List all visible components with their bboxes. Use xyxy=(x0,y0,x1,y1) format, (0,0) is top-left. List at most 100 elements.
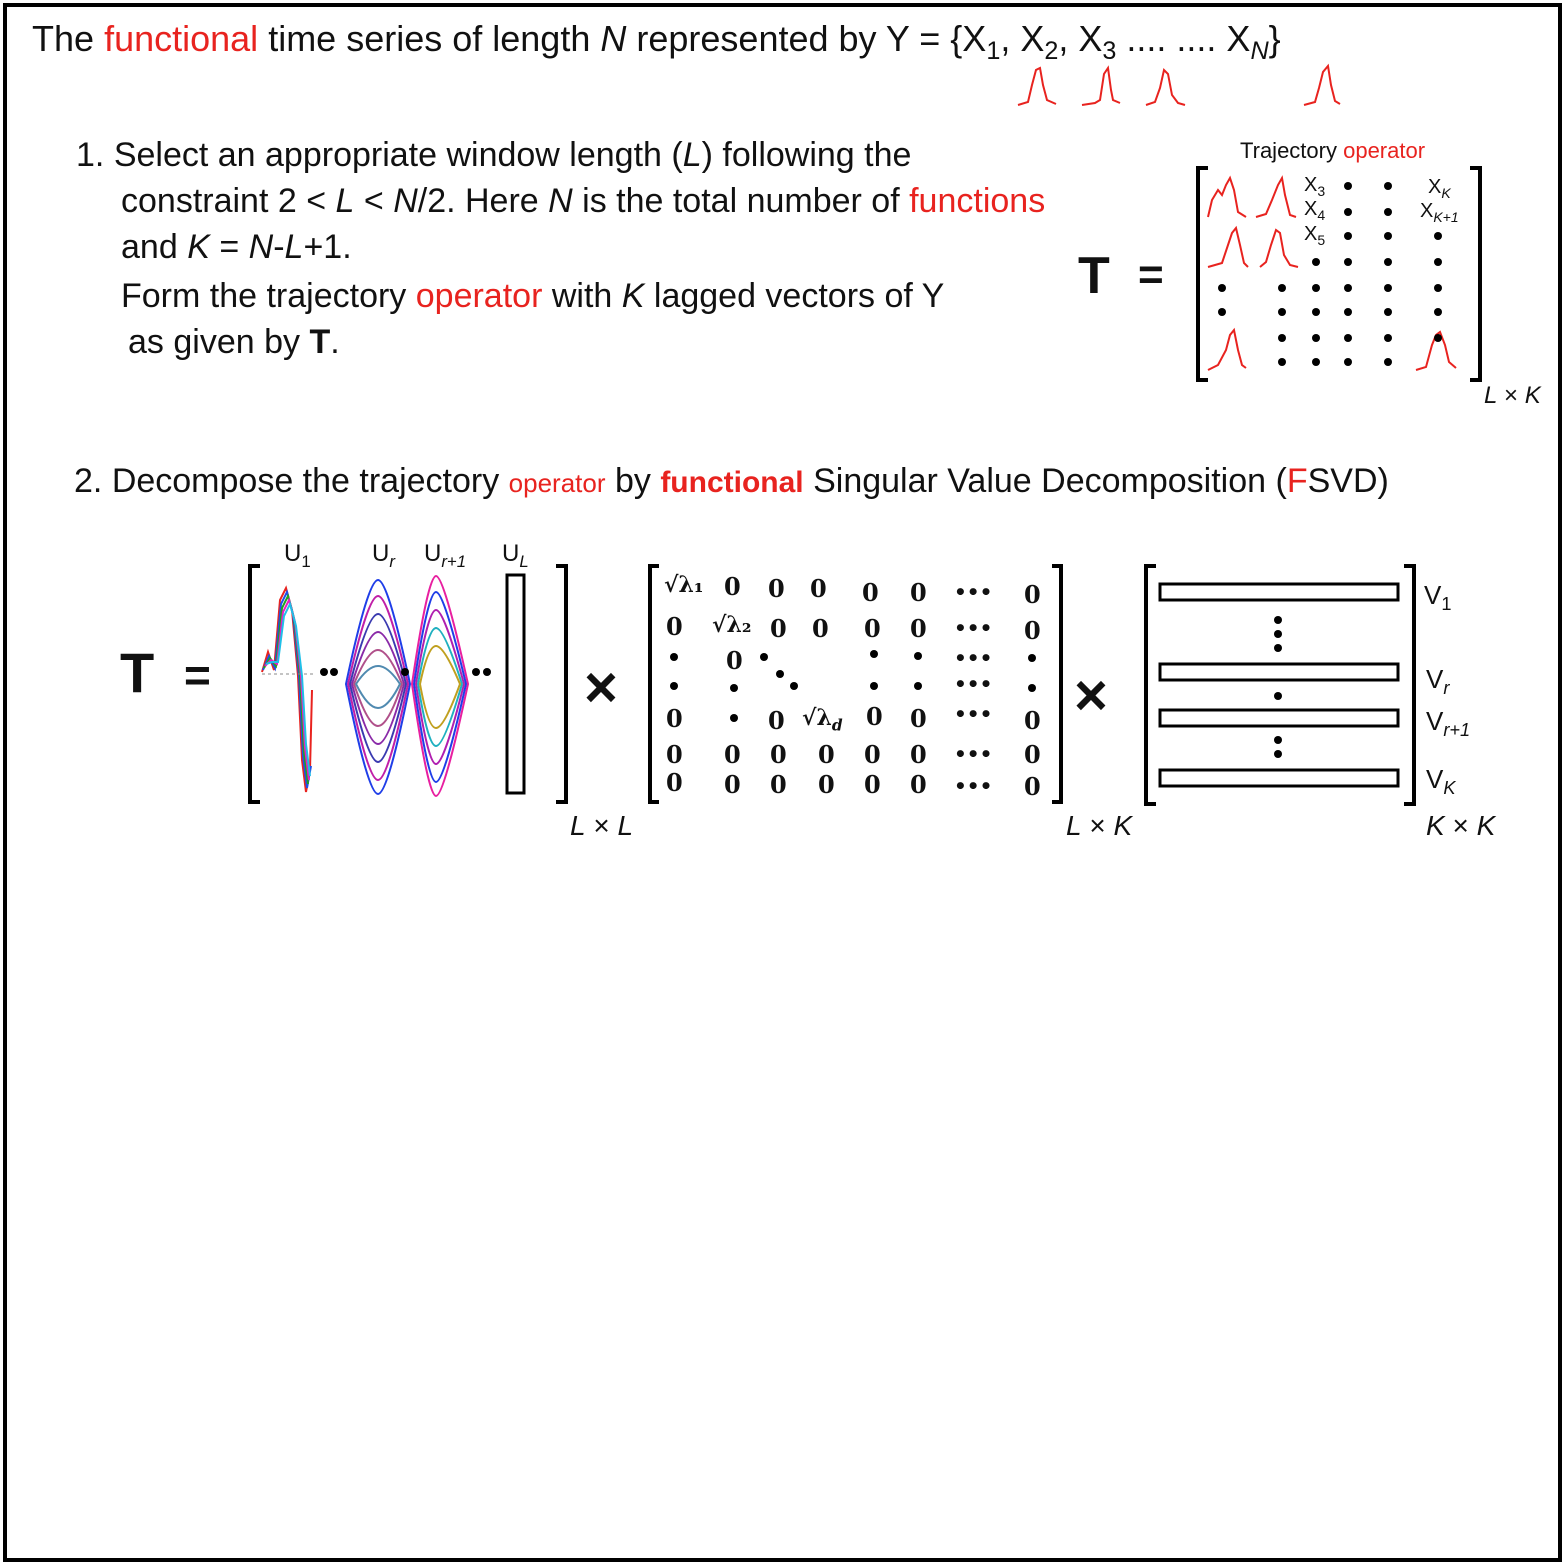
traj-xk1: XK+1 xyxy=(1420,200,1459,225)
zero: 0 xyxy=(862,578,879,607)
sub: 2 xyxy=(1044,37,1059,66)
text: Form the trajectory xyxy=(121,277,416,315)
operator-word: operator xyxy=(508,468,606,498)
zero: 0 xyxy=(724,572,741,601)
sub: K xyxy=(1443,778,1456,799)
zero: 0 xyxy=(910,740,927,769)
var-N: N xyxy=(248,228,274,266)
step1-line4: Form the trajectory operator with K lagg… xyxy=(121,277,944,316)
zero: 0 xyxy=(1024,580,1041,609)
fsvd-T: T xyxy=(120,641,155,704)
sub: r+1 xyxy=(441,551,467,571)
step1-line1: 1. Select an appropriate window length (… xyxy=(76,136,911,175)
zero: 0 xyxy=(768,574,785,603)
sub: K+1 xyxy=(1433,209,1459,225)
text: U xyxy=(502,540,520,567)
traj-dim: L × K xyxy=(1484,382,1541,410)
sigma-left-bracket xyxy=(648,564,659,804)
text: SVD) xyxy=(1307,462,1389,500)
sigma-2: √λ₂ xyxy=(712,612,752,638)
operator-word: operator xyxy=(415,277,543,315)
traj-x3: X3 xyxy=(1304,174,1325,199)
vr1-bar xyxy=(1158,708,1400,728)
sub: 4 xyxy=(1317,207,1326,223)
intro-functional: functional xyxy=(104,18,259,59)
zero: 0 xyxy=(910,704,927,733)
sub: r xyxy=(1443,678,1450,699)
text: K xyxy=(1426,810,1445,841)
ellipsis: ••• xyxy=(954,742,993,766)
text: V xyxy=(1426,764,1444,794)
intro-text: .... .... X xyxy=(1116,18,1251,59)
operator-word: operator xyxy=(1343,138,1426,163)
text: as given by xyxy=(128,323,310,361)
text: U xyxy=(424,540,442,567)
intro-text: , X xyxy=(1058,18,1103,59)
zero: 0 xyxy=(724,740,741,769)
left-bracket xyxy=(1196,166,1208,382)
zero: 0 xyxy=(864,770,881,799)
text: . xyxy=(330,323,340,361)
zero: 0 xyxy=(666,740,683,769)
text: L xyxy=(1066,810,1082,841)
text: × xyxy=(1497,382,1525,409)
text: Select an appropriate window length ( xyxy=(113,136,683,174)
var-T: T xyxy=(309,323,331,361)
vk-bar xyxy=(1158,768,1400,788)
v1-bar xyxy=(1158,582,1400,602)
zero: 0 xyxy=(864,740,881,769)
ellipsis: ••• xyxy=(954,702,993,726)
text: × xyxy=(1081,810,1114,841)
zero: 0 xyxy=(666,704,683,733)
traj-x5: X5 xyxy=(1304,223,1325,248)
text: = xyxy=(209,228,249,266)
ul-label: UL xyxy=(502,540,529,572)
text: X xyxy=(1304,223,1318,245)
zero: 0 xyxy=(1024,616,1041,645)
text: +1. xyxy=(303,228,352,266)
sigma-right-bracket xyxy=(1052,564,1063,804)
text: K xyxy=(1113,810,1133,841)
text: lagged vectors of Y xyxy=(644,277,945,315)
zero: 0 xyxy=(910,578,927,607)
traj-equals: = xyxy=(1138,250,1164,299)
F-letter: F xyxy=(1286,462,1308,500)
text: L xyxy=(570,810,586,841)
text: V xyxy=(1426,706,1444,736)
zero: 0 xyxy=(770,770,787,799)
fsvd-equals: = xyxy=(184,649,211,701)
text: × xyxy=(1444,810,1477,841)
text: U xyxy=(372,540,390,567)
sub: 1 xyxy=(986,37,1001,66)
text: Singular Value Decomposition ( xyxy=(803,462,1287,500)
vr-label: Vr xyxy=(1426,664,1449,699)
zero: 0 xyxy=(818,770,835,799)
traj-T: T xyxy=(1078,247,1110,305)
traj-xk: XK xyxy=(1428,176,1451,201)
text: V xyxy=(1424,580,1442,610)
vr1-label: Vr+1 xyxy=(1426,706,1470,741)
zero: 0 xyxy=(726,646,743,675)
zero: 0 xyxy=(1024,706,1041,735)
dim-LxK: L × K xyxy=(1066,810,1132,842)
ellipsis: ••• xyxy=(954,646,993,670)
vr-bar xyxy=(1158,662,1400,682)
sub: 3 xyxy=(1317,183,1326,199)
intro-text: time series of length xyxy=(268,18,591,59)
zero: 0 xyxy=(666,612,683,641)
zero: 0 xyxy=(1024,772,1041,801)
sub: L xyxy=(519,551,529,571)
intro-N: N xyxy=(600,18,627,59)
zero: 0 xyxy=(666,768,683,797)
text: - xyxy=(273,228,285,266)
step-number: 1. xyxy=(76,136,105,174)
text: U xyxy=(284,540,302,567)
right-bracket xyxy=(1470,166,1482,382)
ellipsis: ••• xyxy=(954,616,993,640)
times-sign-2: × xyxy=(1074,663,1108,728)
var-N: N xyxy=(548,182,573,220)
traj-x4: X4 xyxy=(1304,198,1325,223)
